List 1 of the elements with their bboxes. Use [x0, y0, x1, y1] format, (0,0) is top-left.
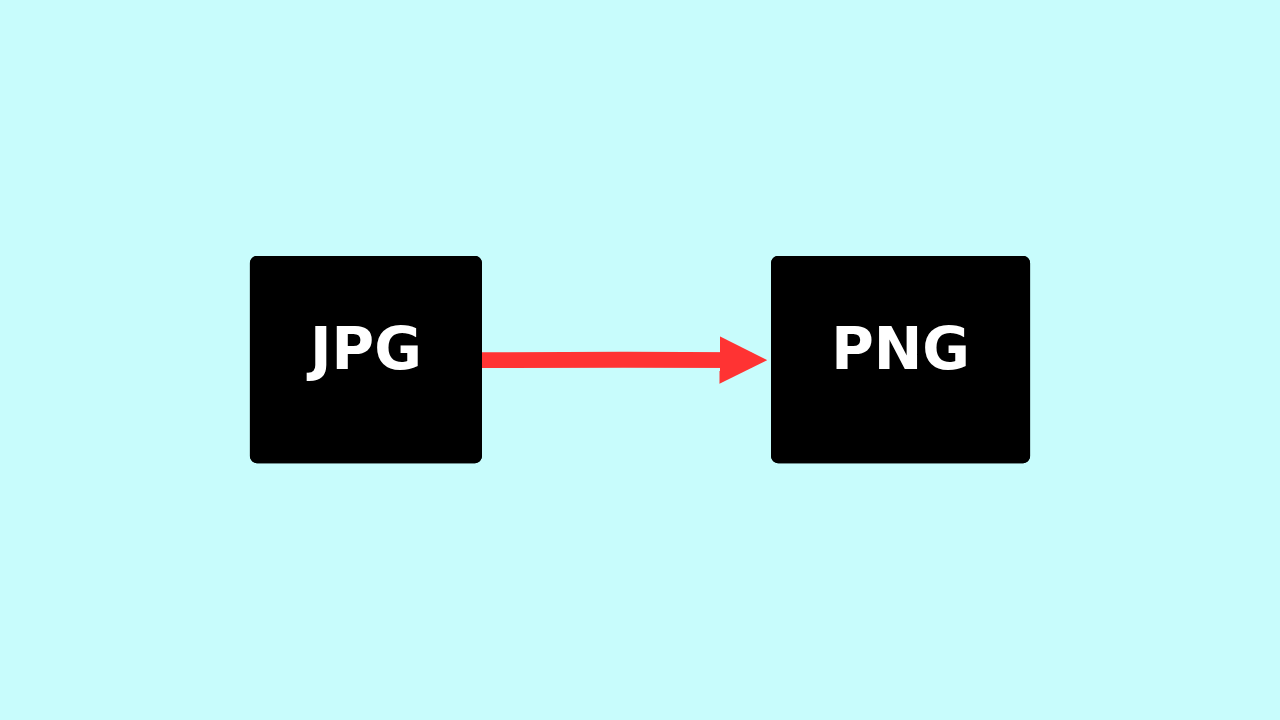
- arrow: [481, 336, 768, 385]
